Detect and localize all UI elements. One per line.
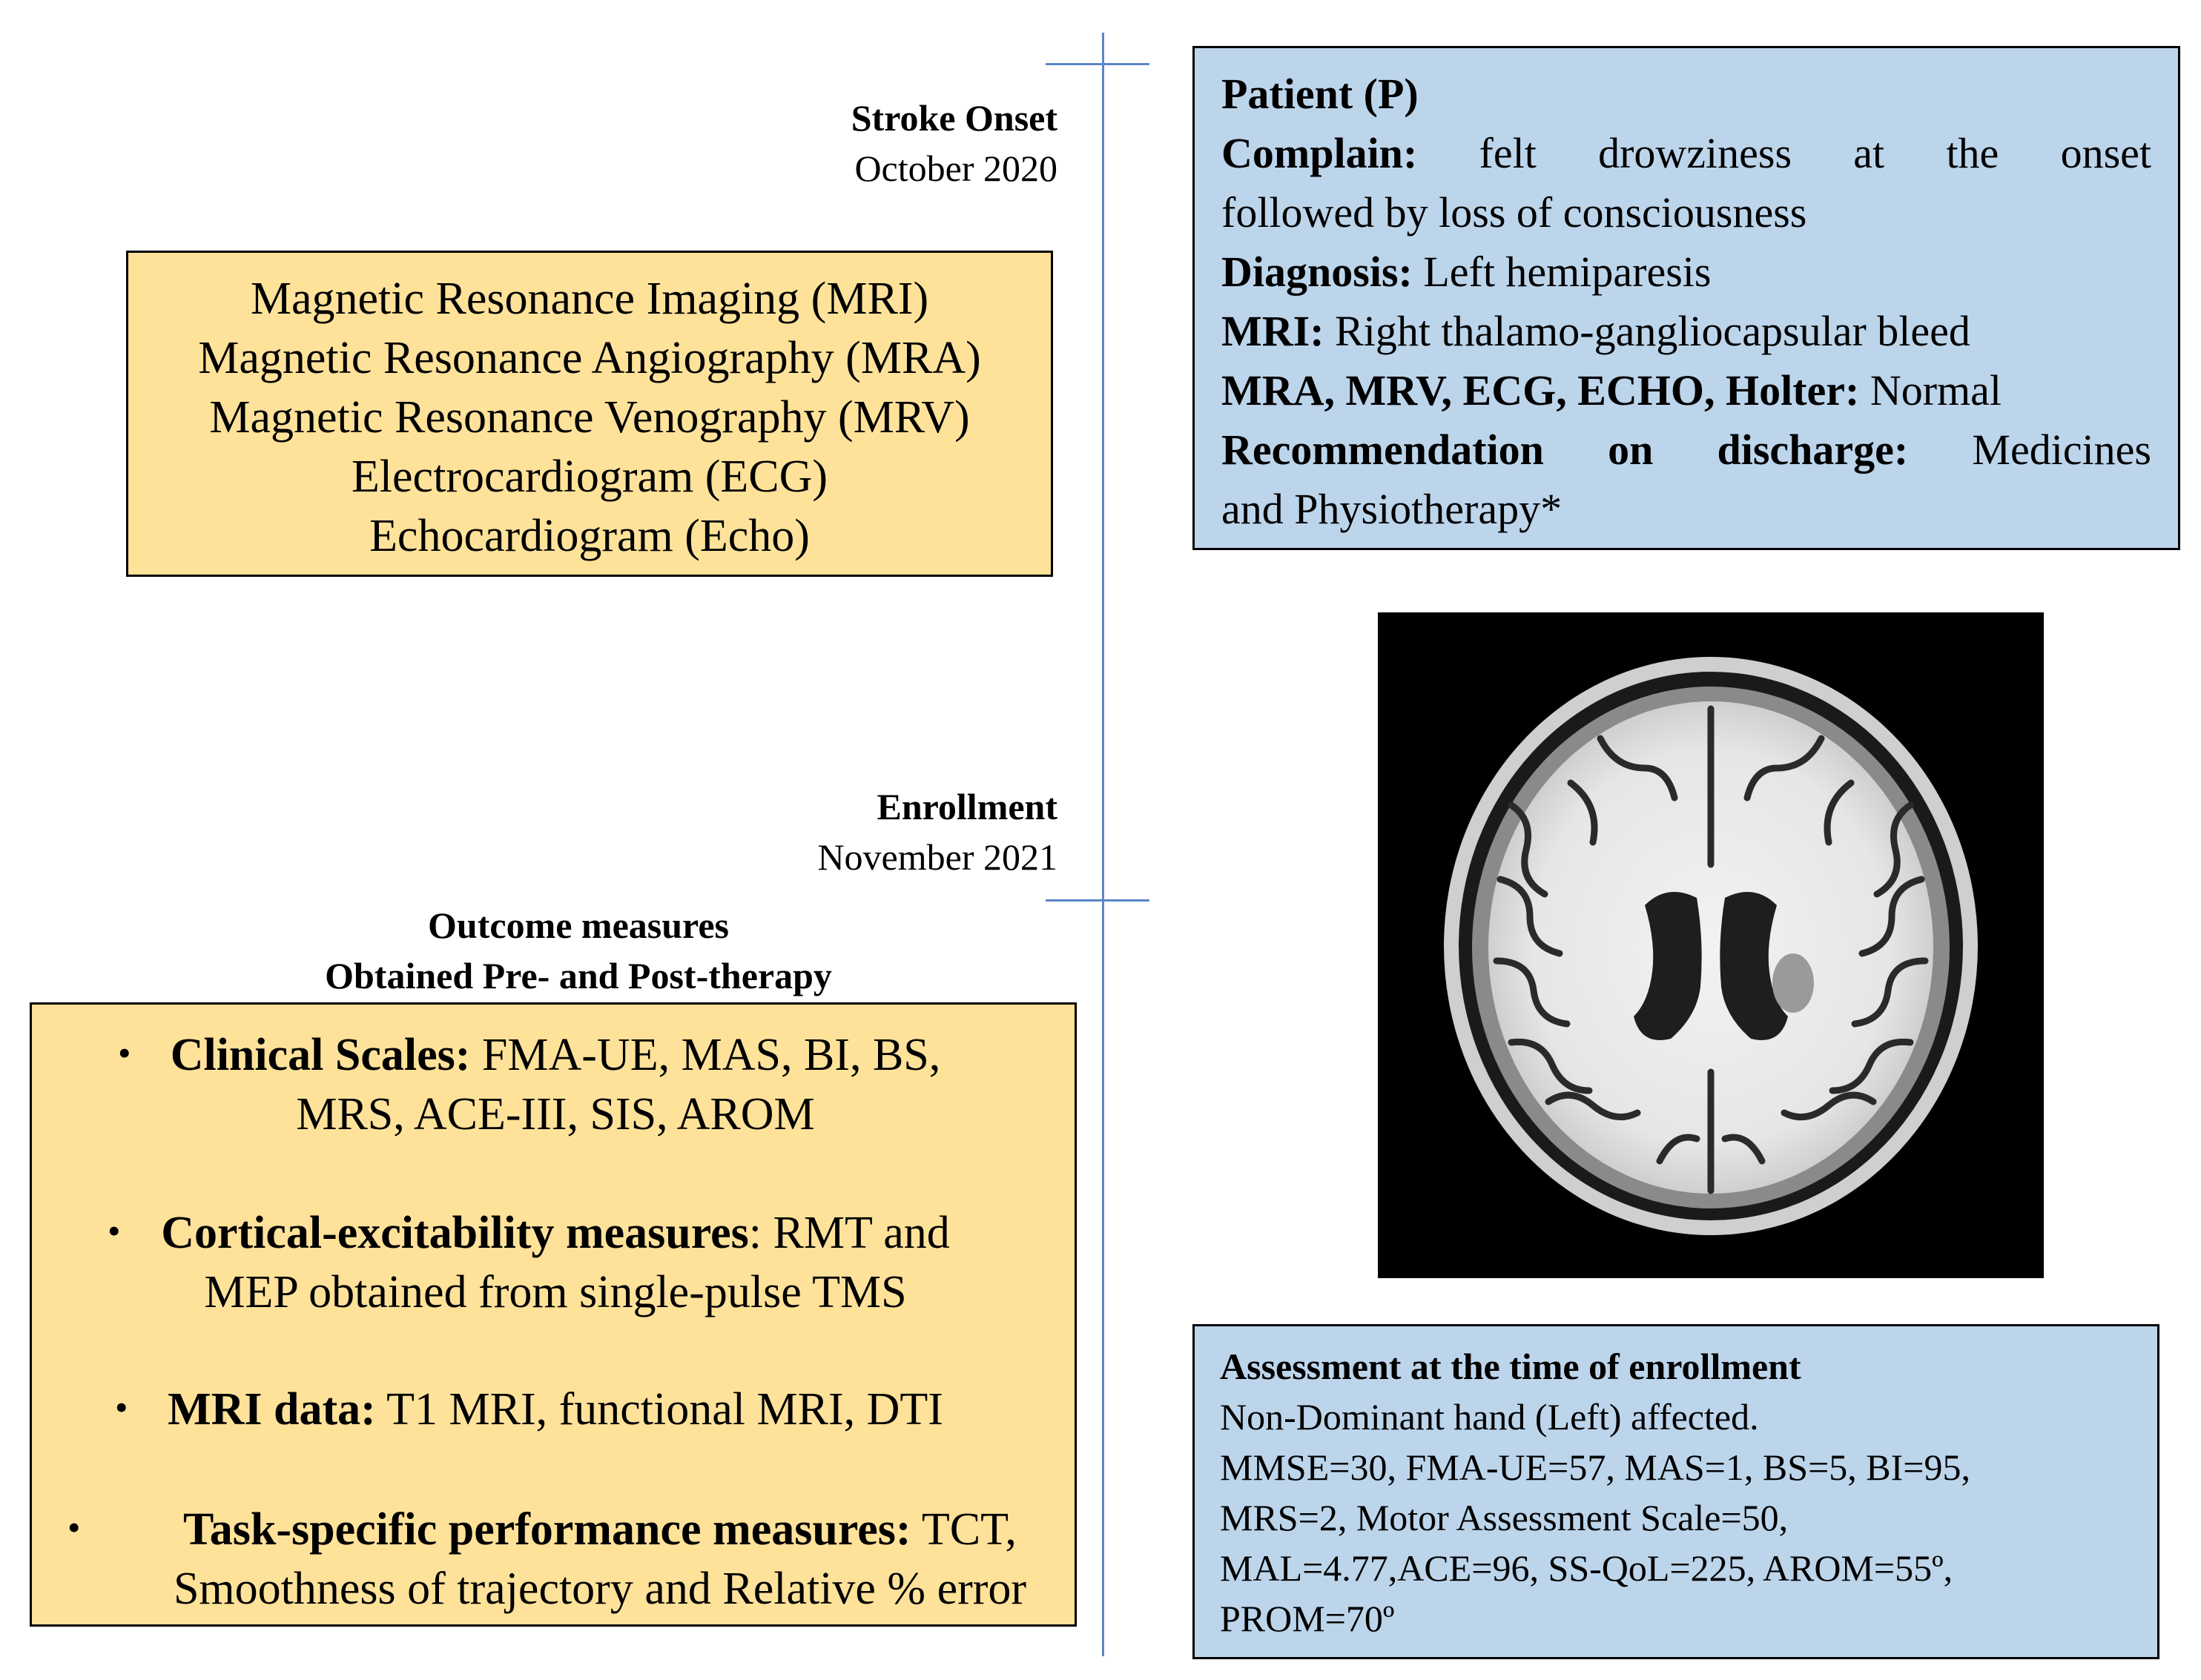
outcome-item-text: FMA-UE, MAS, BI, BS, — [470, 1030, 941, 1080]
complain-row-cont: followed by loss of consciousness — [1221, 188, 1807, 237]
assessment-line: MMSE=30, FMA-UE=57, MAS=1, BS=5, BI=95, — [1220, 1446, 1970, 1488]
outcome-item-label: Cortical-excitability measures — [161, 1208, 749, 1258]
complain-row: Complain: felt drowziness at the onset — [1221, 124, 2151, 183]
outcome-measures-box: • Clinical Scales: FMA-UE, MAS, BI, BS, … — [30, 1002, 1077, 1627]
outcome-item-text: : RMT and — [748, 1208, 950, 1258]
test-item: Magnetic Resonance Angiography (MRA) — [198, 333, 981, 383]
recommendation-row-cont: and Physiotherapy* — [1221, 485, 1563, 533]
event-date: October 2020 — [854, 147, 1057, 189]
bullet-icon: • — [115, 1386, 128, 1428]
brain-mri-image — [1378, 612, 2044, 1278]
outcome-item-text-cont: MRS, ACE-III, SIS, AROM — [296, 1089, 815, 1140]
assessment-line: Non-Dominant hand (Left) affected. — [1220, 1396, 1759, 1438]
event-enrollment: Enrollment November 2021 — [642, 782, 1057, 882]
timeline-tick-stroke-onset — [1046, 63, 1149, 65]
bullet-icon: • — [108, 1210, 121, 1251]
outcome-header-line1: Outcome measures — [428, 905, 729, 946]
complain-label: Complain: — [1221, 129, 1418, 177]
bullet-icon: • — [67, 1507, 81, 1548]
assessment-box: Assessment at the time of enrollment Non… — [1192, 1324, 2159, 1659]
bullet-icon: • — [118, 1032, 131, 1074]
patient-title: Patient (P) — [1221, 70, 1419, 118]
outcome-item-mri-data: MRI data: T1 MRI, functional MRI, DTI — [32, 1380, 1079, 1439]
tests-text: Normal — [1859, 366, 2002, 414]
mri-row: MRI: Right thalamo-gangliocapsular bleed — [1221, 302, 2151, 361]
event-date: November 2021 — [817, 836, 1057, 878]
test-item: Magnetic Resonance Venography (MRV) — [209, 392, 970, 443]
outcome-item-label: MRI data: — [168, 1384, 376, 1435]
test-item: Echocardiogram (Echo) — [369, 511, 810, 561]
event-name: Enrollment — [877, 786, 1057, 827]
outcome-item-cortical-excitability: Cortical-excitability measures: RMT and … — [32, 1203, 1079, 1322]
diagnosis-label: Diagnosis: — [1221, 248, 1413, 296]
test-item: Electrocardiogram (ECG) — [351, 452, 828, 502]
recommendation-row: Recommendation on discharge: Medicines — [1221, 420, 2151, 480]
recommendation-text: Medicines — [1908, 426, 2151, 474]
timeline-axis — [1102, 33, 1104, 1656]
outcome-item-text: T1 MRI, functional MRI, DTI — [375, 1384, 943, 1435]
outcome-item-label: Clinical Scales: — [170, 1030, 471, 1080]
mri-label: MRI: — [1221, 307, 1324, 355]
complain-text: felt drowziness at the onset — [1417, 129, 2151, 177]
event-stroke-onset: Stroke Onset October 2020 — [642, 93, 1057, 194]
outcome-item-text-cont: Smoothness of trajectory and Relative % … — [173, 1564, 1027, 1614]
mri-text: Right thalamo-gangliocapsular bleed — [1324, 307, 1970, 355]
diagnosis-row: Diagnosis: Left hemiparesis — [1221, 242, 2151, 302]
outcome-item-text-cont: MEP obtained from single-pulse TMS — [204, 1267, 907, 1317]
diagnosis-text: Left hemiparesis — [1412, 248, 1712, 296]
outcome-item-text: TCT, — [911, 1504, 1017, 1555]
patient-info-box: Patient (P) Complain: felt drowziness at… — [1192, 46, 2180, 550]
outcome-header: Outcome measures Obtained Pre- and Post-… — [171, 900, 986, 1001]
diagnostic-tests-box: Magnetic Resonance Imaging (MRI) Magneti… — [126, 251, 1053, 577]
outcome-item-task-specific: Task-specific performance measures: TCT,… — [32, 1500, 1079, 1618]
assessment-line: PROM=70º — [1220, 1598, 1395, 1639]
outcome-item-label: Task-specific performance measures: — [183, 1504, 911, 1555]
outcome-header-line2: Obtained Pre- and Post-therapy — [325, 955, 832, 996]
tests-row: MRA, MRV, ECG, ECHO, Holter: Normal — [1221, 361, 2151, 420]
tests-label: MRA, MRV, ECG, ECHO, Holter: — [1221, 366, 1860, 414]
brain-mri-drawing — [1378, 612, 2044, 1278]
assessment-title: Assessment at the time of enrollment — [1220, 1346, 1801, 1387]
assessment-line: MRS=2, Motor Assessment Scale=50, — [1220, 1497, 1789, 1538]
timeline-tick-enrollment — [1046, 899, 1149, 902]
recommendation-label: Recommendation on discharge: — [1221, 426, 1909, 474]
test-item: Magnetic Resonance Imaging (MRI) — [250, 274, 929, 324]
assessment-line: MAL=4.77,ACE=96, SS-QoL=225, AROM=55º, — [1220, 1547, 1953, 1589]
outcome-item-clinical-scales: Clinical Scales: FMA-UE, MAS, BI, BS, MR… — [32, 1025, 1079, 1144]
event-name: Stroke Onset — [851, 97, 1057, 139]
